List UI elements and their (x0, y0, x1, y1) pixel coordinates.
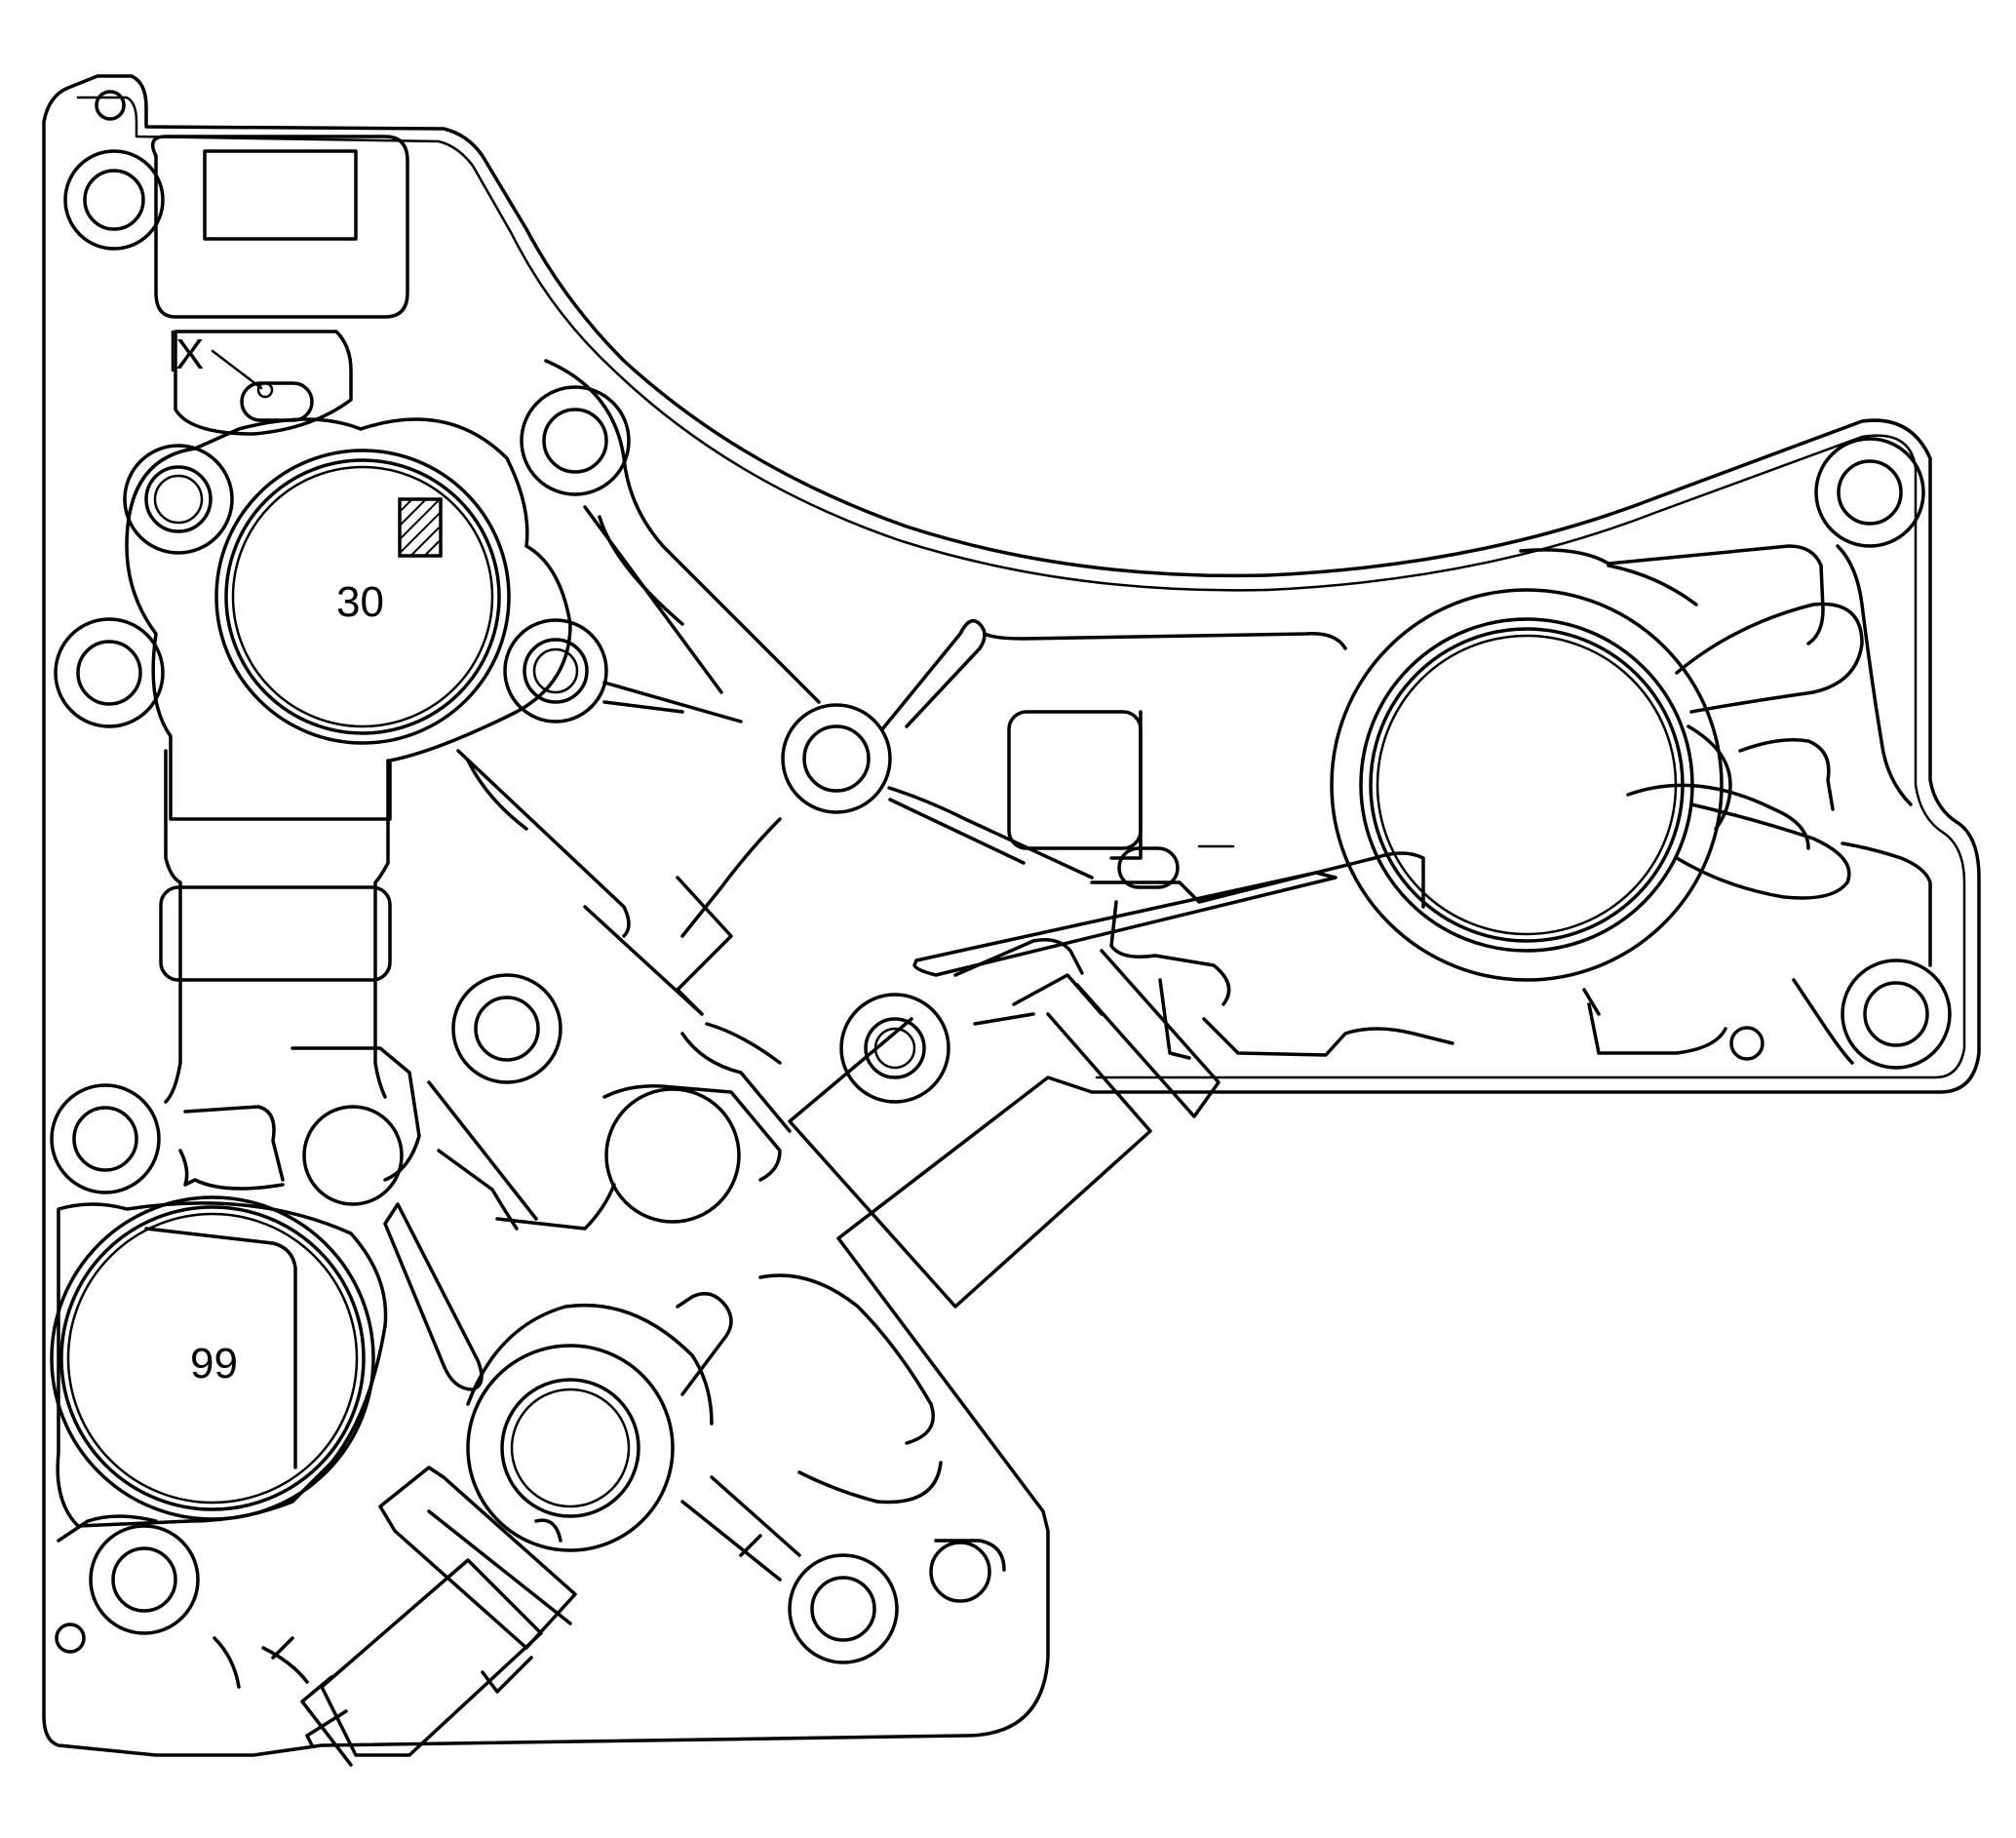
left-channel-pocket (159, 885, 392, 982)
bolt-hole-right-bottom (1841, 958, 1952, 1070)
port-30-label: 30 (336, 578, 384, 626)
bolt-hole-right-top (1814, 437, 1925, 548)
bore-30-boss (125, 417, 572, 821)
bolt-hole-top-left (63, 149, 165, 251)
bore-99-flat (144, 1227, 297, 1469)
bolt-hole-bottom-center (788, 1553, 899, 1664)
rod-diagonal (383, 1202, 484, 1391)
bolt-hole-left-mid (54, 617, 165, 728)
right-lower-frame (1090, 851, 1854, 1065)
bolt-holes (50, 90, 1952, 1664)
bolt-hole-center (781, 703, 892, 814)
solenoid-assembly (788, 871, 1338, 1309)
right-lobe-upper (1675, 602, 1864, 714)
bolt-hole-bottom-right (929, 1541, 991, 1603)
left-channel (164, 749, 182, 1104)
bore-30 (214, 449, 511, 745)
top-boss-block (150, 135, 409, 319)
bolt-hole-small-top (95, 90, 126, 121)
rib-network (456, 359, 1094, 1016)
rod-upper (676, 1291, 733, 1396)
big-right-bore (1359, 617, 1694, 953)
bolt-hole-center-left-lower (451, 973, 562, 1084)
bottom-connector (261, 1466, 577, 1767)
bolt-hole-center-top (520, 385, 631, 496)
right-lobe-lower (1675, 802, 1851, 900)
x-pocket (174, 330, 353, 436)
bolt-hole-bottom-left (89, 1524, 200, 1635)
square-pocket (1007, 710, 1143, 850)
x-leader-line (211, 349, 263, 390)
pocket-circle-left (302, 1105, 404, 1206)
outer-casting-outline (42, 74, 1981, 1757)
bolt-hole-left-low (50, 1083, 161, 1194)
hatched-marker (398, 497, 443, 558)
bore-99 (50, 1195, 375, 1521)
inner-casting-outline (76, 96, 1966, 1079)
top-rect-window (203, 149, 358, 241)
bolt-hole-center-lower (839, 993, 950, 1104)
x-marker-label: X (175, 331, 204, 378)
big-right-bore-outer (1330, 588, 1724, 982)
port-99-label: 99 (190, 1340, 238, 1388)
pocket-circle-right (604, 1087, 741, 1224)
x-slot (240, 381, 314, 422)
lower-center-ring (466, 1344, 675, 1552)
small-oval-pocket (1117, 846, 1180, 889)
right-arm-inner (983, 544, 1825, 650)
lower-center-cluster (178, 1022, 792, 1231)
bolt-hole-center-mid (503, 618, 608, 723)
bolt-hole-left-upper (123, 444, 234, 555)
